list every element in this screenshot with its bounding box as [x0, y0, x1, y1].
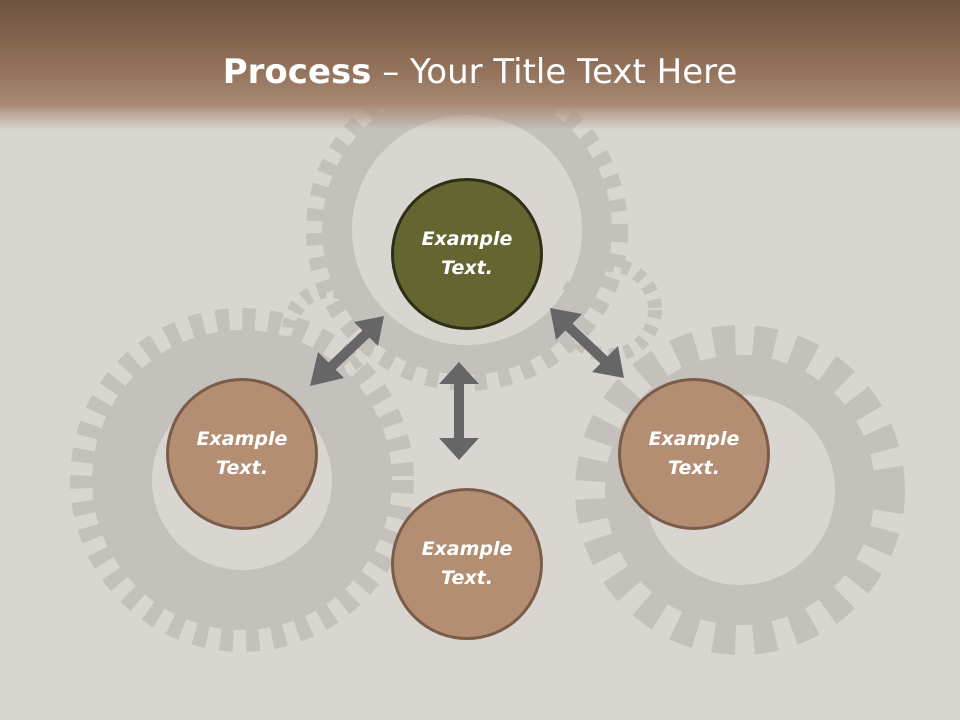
- gear-icon: [575, 325, 905, 655]
- node-label: Example Text.: [421, 228, 513, 279]
- title-bold: Process: [222, 52, 372, 92]
- left-node: Example Text.: [166, 378, 318, 530]
- gear-icon: [92, 330, 392, 630]
- node-label: Example Text.: [421, 538, 513, 589]
- gear-icon: [605, 355, 875, 625]
- arrow-right: [564, 322, 610, 366]
- node-label: Example Text.: [648, 428, 740, 479]
- slide-title: Process – Your Title Text Here: [0, 52, 960, 92]
- bottom-node: Example Text.: [391, 488, 543, 640]
- center-node: Example Text.: [391, 178, 543, 330]
- right-node: Example Text.: [618, 378, 770, 530]
- gear-icon: [70, 308, 414, 652]
- node-label: Example Text.: [196, 428, 288, 479]
- arrow-left: [326, 328, 372, 372]
- title-bar: [0, 0, 960, 130]
- title-rest: – Your Title Text Here: [371, 52, 738, 92]
